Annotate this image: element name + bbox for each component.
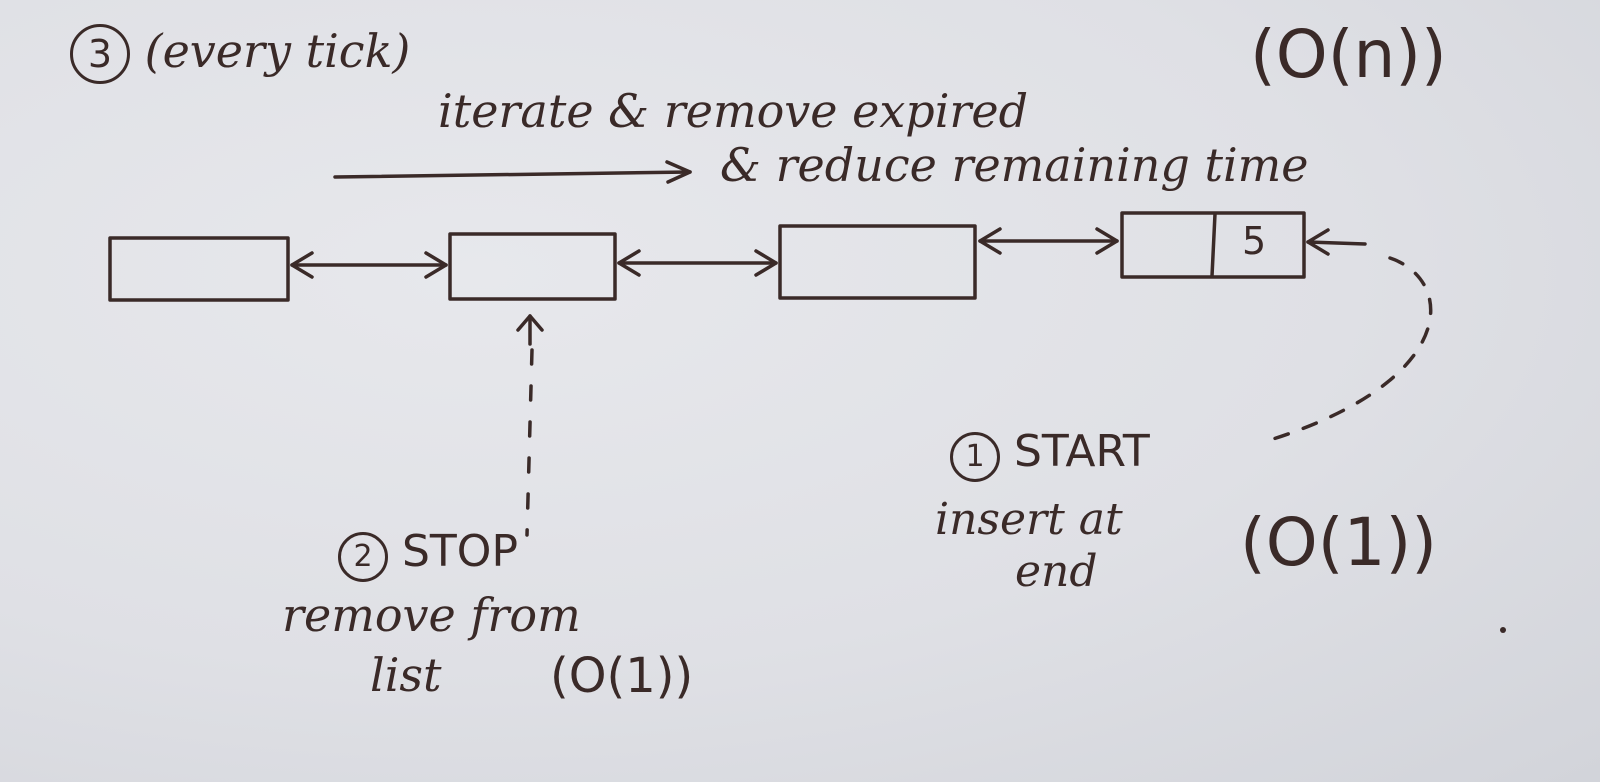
step2-complexity: (O(1)) (550, 648, 694, 704)
link-arrow-1-2 (290, 251, 448, 279)
step2-heading: 2 STOP (338, 530, 518, 582)
step3-heading: 3 (every tick) (70, 24, 410, 84)
pen-dot (1500, 627, 1506, 633)
iterate-direction-arrow (333, 160, 692, 184)
step1-label: START (1014, 426, 1150, 477)
last-node-value: 5 (1242, 219, 1267, 263)
list-node-4 (1120, 211, 1306, 279)
step1-number: 1 (950, 432, 1000, 482)
step3-number: 3 (70, 24, 130, 84)
step3-action-line2: & reduce remaining time (720, 138, 1309, 192)
step3-complexity: (O(n)) (1250, 16, 1447, 93)
step2-action-line1: remove from (282, 588, 581, 642)
step1-action-line2: end (1015, 546, 1098, 597)
stop-pointer-arrow (516, 314, 544, 537)
step2-action-line2: list (370, 648, 442, 702)
step3-action-line1: iterate & remove expired (438, 84, 1029, 138)
list-node-1 (108, 236, 290, 302)
link-arrow-2-3 (617, 249, 778, 277)
step1-heading: 1 START (950, 430, 1150, 482)
list-node-3 (778, 224, 977, 300)
insert-arrow (1306, 228, 1367, 256)
step1-complexity: (O(1)) (1240, 504, 1437, 581)
step2-number: 2 (338, 532, 388, 582)
link-arrow-3-4 (978, 227, 1119, 255)
list-node-2 (448, 232, 617, 301)
step3-label: (every tick) (144, 24, 411, 78)
step1-action-line1: insert at (935, 494, 1123, 545)
step2-label: STOP (402, 526, 518, 577)
start-dashed-curve (1268, 256, 1433, 442)
